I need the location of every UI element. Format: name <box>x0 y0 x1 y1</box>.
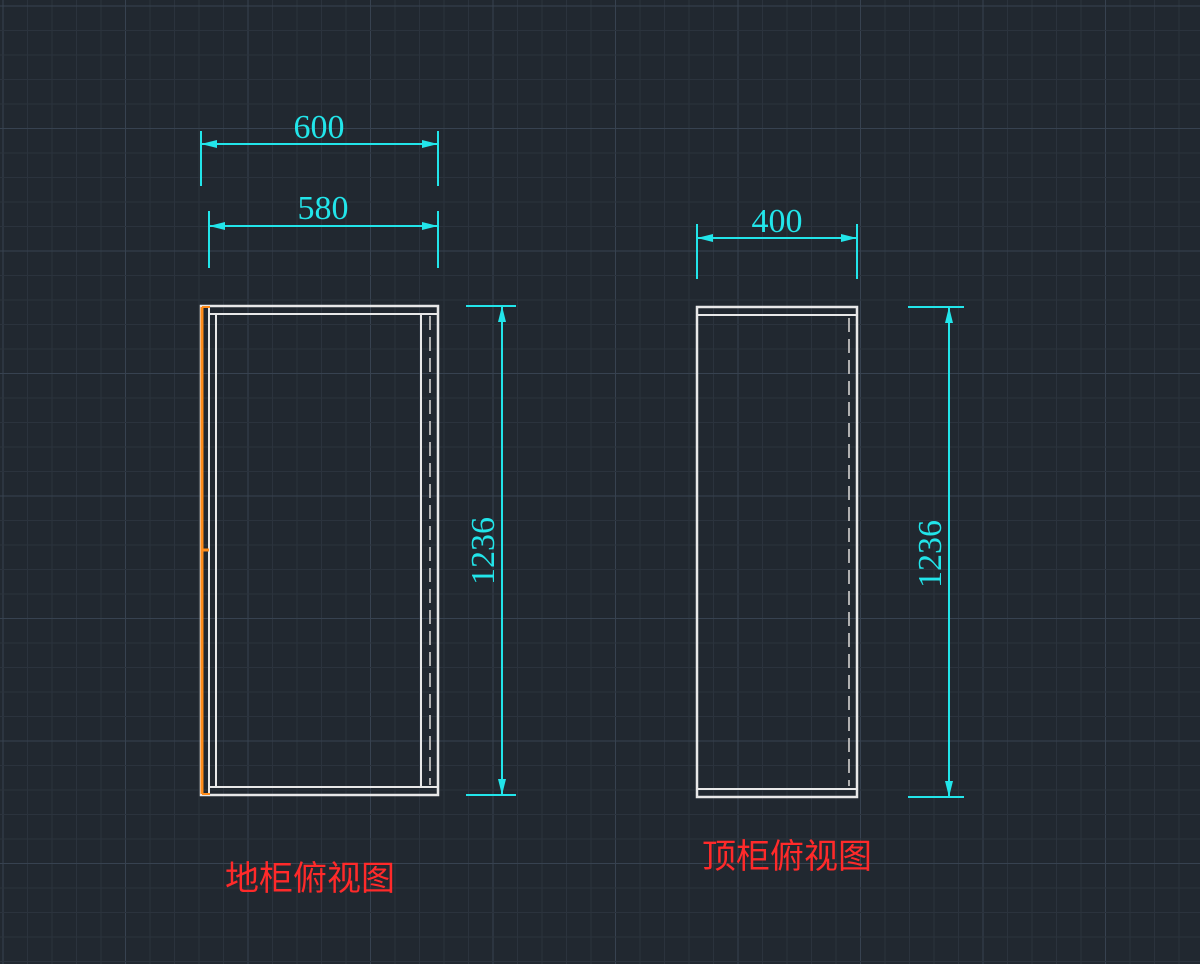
dimension-600[interactable] <box>200 131 439 186</box>
dim-400-arrow-right <box>841 234 857 242</box>
top-cabinet-outline[interactable] <box>695 305 859 799</box>
dim-1236-top-label: 1236 <box>912 520 949 588</box>
dim-1236-top-arrow-bottom <box>945 781 953 797</box>
dimension-400[interactable] <box>696 224 858 279</box>
dim-600-label: 600 <box>294 109 345 146</box>
dim-400-label: 400 <box>752 203 803 240</box>
dim-580-arrow-left <box>209 222 225 230</box>
dim-1236-base-arrow-top <box>498 306 506 322</box>
dim-580-arrow-right <box>422 222 438 230</box>
top-cabinet-view[interactable]: 400 1236 顶柜俯视图 <box>695 203 964 877</box>
dim-580-label: 580 <box>298 190 349 227</box>
dim-600-arrow-left <box>201 140 217 148</box>
dim-1236-base-arrow-bottom <box>498 779 506 795</box>
base-cabinet-view[interactable]: 600 580 1236 地柜俯视图 <box>199 109 516 899</box>
dim-1236-top-arrow-top <box>945 307 953 323</box>
dim-600-arrow-right <box>422 140 438 148</box>
dim-400-arrow-left <box>697 234 713 242</box>
dimension-1236-top[interactable] <box>908 306 964 798</box>
dimension-580[interactable] <box>208 211 439 268</box>
dim-1236-base-label: 1236 <box>465 517 502 585</box>
dimension-1236-base[interactable] <box>466 305 516 796</box>
base-cabinet-title: 地柜俯视图 <box>225 859 395 899</box>
top-cabinet-title: 顶柜俯视图 <box>702 837 872 877</box>
